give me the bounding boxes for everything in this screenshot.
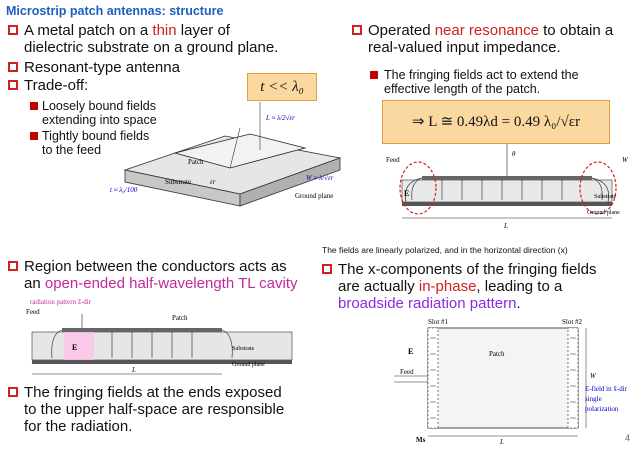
polarization-caption: The fields are linearly polarized, and i…: [322, 245, 568, 255]
patch-structure-figure: Patch Substrate εr Ground plane L ≈ λ/2√…: [110, 102, 342, 207]
bullet-square: [8, 25, 18, 35]
text: to obtain a: [538, 22, 614, 39]
slot-top-view-figure: Slot #1 Slot #2 Patch E Feed L W Ms: [394, 318, 597, 444]
text: The fringing fields at the ends exposed: [24, 384, 282, 401]
text: are actually: [338, 278, 419, 295]
W-label: W: [622, 156, 629, 164]
patch-label: Patch: [188, 158, 204, 166]
highlight-broadside: broadside radiation pattern: [338, 295, 517, 312]
left-bullet-1: A metal patch on a thin layer of dielect…: [24, 22, 324, 56]
left-bullet-2: Resonant-type antenna: [24, 59, 180, 76]
slide-title: Microstrip patch antennas: structure: [6, 4, 224, 18]
bullet-square: [8, 80, 18, 90]
text: extending into space: [42, 113, 157, 127]
substrate-label: Substrate: [594, 194, 617, 200]
highlight-near-resonance: near resonance: [434, 22, 539, 39]
text: dielectric substrate on a ground plane.: [24, 39, 279, 56]
highlight-thin: thin: [152, 22, 177, 39]
lower-left-bullet-2: The fringing fields at the ends exposed …: [24, 384, 334, 435]
text: , leading to a: [476, 278, 563, 295]
ground-label: Ground plane: [232, 362, 265, 368]
text: The fringing fields act to extend the: [384, 68, 579, 82]
sub-bullet: [30, 102, 38, 110]
patch-label: Patch: [172, 314, 188, 322]
slot2-label: Slot #2: [562, 318, 583, 326]
bullet-square: [322, 264, 332, 274]
right-bullet-1: Operated near resonance to obtain a real…: [368, 22, 636, 56]
text: Region between the conductors acts as: [24, 258, 287, 275]
text: layer of: [176, 22, 230, 39]
highlight-cavity: open-ended half-wavelength TL cavity: [44, 275, 298, 292]
W-label: W: [590, 372, 597, 380]
radiation-pattern-label: radiation pattern ẑ-dir: [30, 298, 92, 306]
lower-left-bullet-1: Region between the conductors acts as an…: [24, 258, 334, 292]
right-sub-bullet-1: The fringing fields act to extend the ef…: [384, 68, 579, 96]
text: an: [24, 275, 45, 292]
patch-label: Patch: [489, 350, 505, 358]
efield-dir: E-field in x̂-dir: [585, 385, 627, 393]
thickness-formula: t << λ₀: [260, 79, 304, 95]
text: Loosely bound fields: [42, 99, 156, 113]
polarization: polarization: [585, 405, 619, 413]
text: A metal patch on a: [24, 22, 153, 39]
L-formula: L ≈ λ/2√εr: [265, 114, 295, 122]
lower-right-bullet-1: The x-components of the fringing fields …: [338, 261, 636, 312]
feed-label: Feed: [26, 308, 40, 316]
sub-bullet: [30, 132, 38, 140]
text: for the radiation.: [24, 418, 133, 435]
bullet-square: [8, 261, 18, 271]
e-label: E: [404, 189, 409, 198]
feed-label: Feed: [386, 156, 400, 164]
page-number: 4: [624, 433, 630, 443]
text: Tightly bound fields: [42, 129, 150, 143]
single: single: [585, 395, 602, 403]
bullet-square: [8, 387, 18, 397]
text: real-valued input impedance.: [368, 39, 561, 56]
e-label: E: [72, 343, 77, 352]
thickness-box: t << λ₀: [247, 73, 317, 101]
text: to the feed: [42, 143, 102, 157]
sub-bullet-1: Loosely bound fields extending into spac…: [42, 99, 157, 127]
text: .: [516, 295, 521, 312]
t-formula: t ≈ λ₀/100: [110, 186, 138, 194]
fringing-field-figure: Feed E θ L W Substrate Ground plane: [386, 144, 629, 230]
bullet-square: [8, 62, 18, 72]
ms-label: Ms: [416, 436, 426, 444]
efield-caption: E-field in x̂-dir single polarization: [585, 384, 637, 414]
er-label: εr: [210, 178, 216, 186]
bullet-square: [352, 25, 362, 35]
e-label: E: [408, 347, 413, 356]
text: The x-components of the fringing fields: [338, 261, 597, 278]
W-formula: W ≈ λ/√εr: [306, 174, 334, 182]
theta-label: θ: [512, 150, 516, 158]
L-label: L: [503, 222, 508, 230]
length-formula-box: ⇒ L ≅ 0.49λd = 0.49 λ₀/√εr: [382, 100, 610, 144]
substrate-label: Substrate: [232, 346, 255, 352]
left-bullet-3: Trade-off:: [24, 77, 89, 94]
slot1-label: Slot #1: [428, 318, 449, 326]
feed-label: Feed: [400, 368, 414, 376]
sub-bullet-2: Tightly bound fields to the feed: [42, 129, 149, 157]
text: to the upper half-space are responsible: [24, 401, 285, 418]
ground-label: Ground plane: [587, 210, 620, 216]
text: Operated: [368, 22, 435, 39]
cavity-figure: Feed Patch E Substrate Ground plane L: [26, 308, 293, 375]
L-label: L: [131, 366, 136, 374]
sub-bullet: [370, 71, 378, 79]
text: effective length of the patch.: [384, 82, 541, 96]
highlight-in-phase: in-phase: [418, 278, 477, 295]
substrate-label: Substrate: [165, 178, 191, 186]
L-label: L: [499, 438, 504, 444]
ground-label: Ground plane: [295, 192, 333, 200]
length-formula: ⇒ L ≅ 0.49λd = 0.49 λ₀/√εr: [411, 114, 581, 130]
